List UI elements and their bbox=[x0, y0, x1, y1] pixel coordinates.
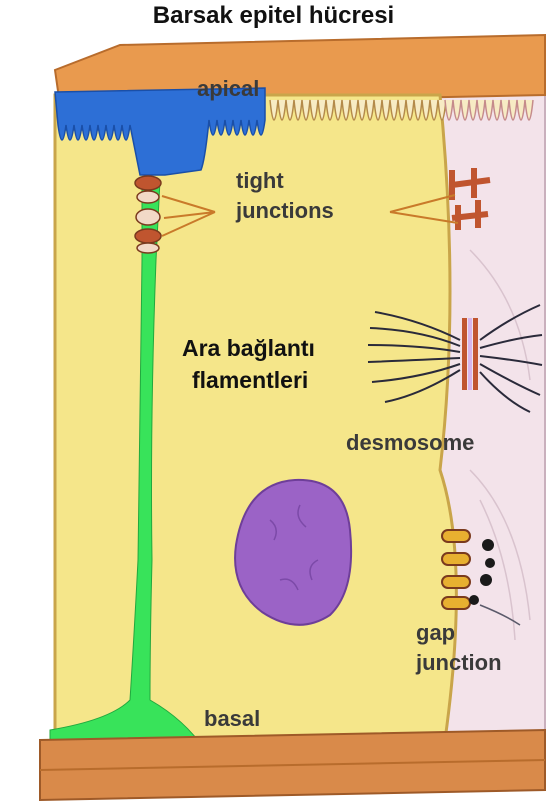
intermediate-filaments-label: Ara bağlantı flamentleri bbox=[182, 332, 315, 396]
gap-junction-label-line1: gap bbox=[416, 618, 502, 648]
intermediate-filaments-label-line1: Ara bağlantı bbox=[182, 332, 315, 364]
tight-junctions-left bbox=[135, 176, 161, 253]
desmosome-label: desmosome bbox=[346, 430, 474, 456]
tight-junctions-label-line1: tight bbox=[236, 166, 334, 196]
apical-label: apical bbox=[197, 76, 259, 102]
diagram-title: Barsak epitel hücresi bbox=[0, 2, 547, 30]
basal-label: basal bbox=[204, 706, 260, 732]
nucleus bbox=[235, 480, 351, 625]
intermediate-filaments-label-line2: flamentleri bbox=[182, 364, 315, 396]
gap-junction-label-line2: junction bbox=[416, 648, 502, 678]
tight-junctions-label-line2: junctions bbox=[236, 196, 334, 226]
tight-junctions-label: tight junctions bbox=[236, 166, 334, 226]
gap-junction-label: gap junction bbox=[416, 618, 502, 678]
